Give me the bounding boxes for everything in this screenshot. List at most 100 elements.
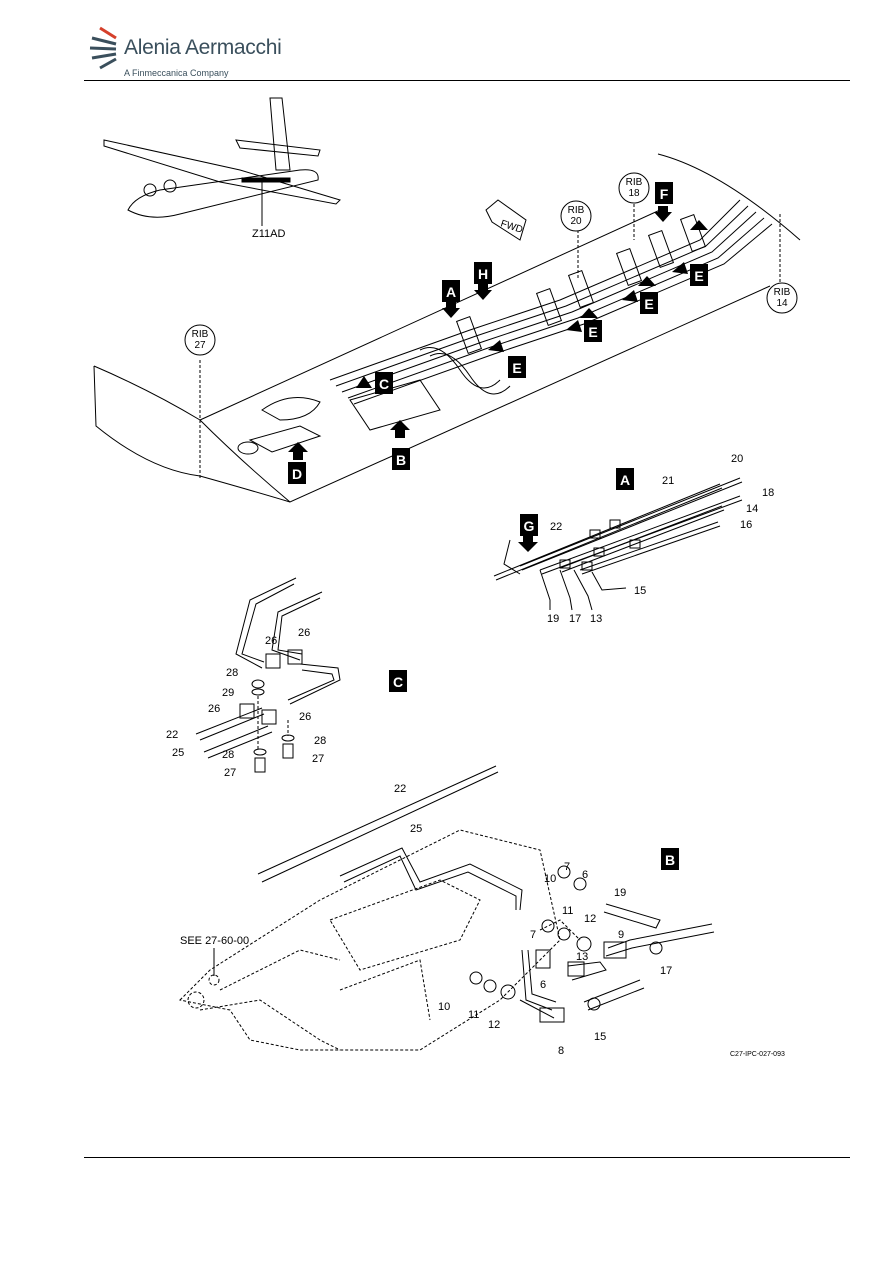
svg-text:B: B xyxy=(665,852,675,868)
svg-text:7: 7 xyxy=(530,929,536,941)
svg-text:16: 16 xyxy=(740,519,752,531)
svg-text:H: H xyxy=(478,266,488,282)
svg-text:17: 17 xyxy=(569,613,581,625)
view-marker-c-detail: C xyxy=(389,670,407,692)
view-marker-a-detail: A xyxy=(616,468,634,490)
svg-text:15: 15 xyxy=(594,1031,606,1043)
rib-14-label: RIB 14 xyxy=(766,282,798,314)
svg-text:10: 10 xyxy=(438,1001,450,1013)
svg-text:11: 11 xyxy=(562,905,573,917)
svg-text:26: 26 xyxy=(208,703,220,715)
svg-text:D: D xyxy=(292,466,302,482)
view-marker-c: C xyxy=(375,372,393,394)
svg-text:RIB: RIB xyxy=(192,329,209,340)
view-marker-d: D xyxy=(288,462,306,484)
view-marker-f: F xyxy=(655,182,673,204)
rib-20-label: RIB 20 xyxy=(560,200,592,232)
svg-text:A: A xyxy=(446,284,456,300)
svg-text:12: 12 xyxy=(488,1019,500,1031)
view-marker-g: G xyxy=(520,514,538,536)
header-rule xyxy=(84,80,850,81)
view-marker-e2: E xyxy=(584,320,602,342)
svg-text:21: 21 xyxy=(662,475,674,487)
svg-text:E: E xyxy=(694,268,703,284)
svg-text:26: 26 xyxy=(299,711,311,723)
svg-text:14: 14 xyxy=(776,298,788,309)
footer-rule xyxy=(84,1157,850,1158)
svg-text:22: 22 xyxy=(166,729,178,741)
detail-c-callouts: 26 26 28 29 26 26 22 25 28 28 27 27 xyxy=(166,627,326,779)
svg-text:27: 27 xyxy=(194,340,206,351)
view-marker-b-detail: B xyxy=(661,848,679,870)
svg-text:28: 28 xyxy=(226,667,238,679)
aircraft-locator xyxy=(103,97,341,226)
svg-text:C: C xyxy=(379,376,389,392)
svg-text:8: 8 xyxy=(558,1045,564,1057)
svg-text:18: 18 xyxy=(628,188,640,199)
svg-text:11: 11 xyxy=(468,1009,479,1021)
svg-text:27: 27 xyxy=(312,753,324,765)
view-marker-h: H xyxy=(474,262,492,284)
svg-text:RIB: RIB xyxy=(568,205,585,216)
svg-text:18: 18 xyxy=(762,487,774,499)
svg-text:22: 22 xyxy=(394,783,406,795)
locator-zone-label: Z11AD xyxy=(252,228,285,240)
svg-text:F: F xyxy=(660,186,669,202)
svg-text:E: E xyxy=(588,324,597,340)
svg-text:25: 25 xyxy=(410,823,422,835)
svg-text:13: 13 xyxy=(576,951,588,963)
view-marker-a: A xyxy=(442,280,460,302)
svg-text:28: 28 xyxy=(222,749,234,761)
svg-text:RIB: RIB xyxy=(774,287,791,298)
svg-text:27: 27 xyxy=(224,767,236,779)
detail-c-tubes xyxy=(195,577,341,773)
figure-id: C27-IPC-027-093 xyxy=(730,1051,785,1058)
svg-text:9: 9 xyxy=(618,929,624,941)
svg-text:G: G xyxy=(524,518,535,534)
company-subtitle: A Finmeccanica Company xyxy=(124,68,229,78)
wing-overview xyxy=(93,153,801,503)
svg-text:C: C xyxy=(393,674,403,690)
detail-b-callouts: 22 25 7 6 10 11 19 12 7 13 9 6 17 10 11 … xyxy=(394,783,672,1057)
svg-text:15: 15 xyxy=(634,585,646,597)
svg-text:19: 19 xyxy=(547,613,559,625)
svg-text:B: B xyxy=(396,452,406,468)
detail-a-callouts: 20 21 18 14 16 22 15 19 17 13 xyxy=(547,453,774,625)
company-name: Alenia Aermacchi xyxy=(124,36,282,59)
svg-text:20: 20 xyxy=(731,453,743,465)
svg-text:6: 6 xyxy=(582,869,588,881)
see-reference: SEE 27-60-00 xyxy=(180,935,249,947)
svg-text:22: 22 xyxy=(550,521,562,533)
rib-27-label: RIB 27 xyxy=(184,324,216,356)
view-marker-e3: E xyxy=(640,292,658,314)
svg-text:12: 12 xyxy=(584,913,596,925)
svg-text:E: E xyxy=(512,360,521,376)
svg-text:6: 6 xyxy=(540,979,546,991)
logo-mark-icon xyxy=(89,26,117,70)
detail-b-drawing xyxy=(178,765,715,1051)
svg-text:20: 20 xyxy=(570,216,582,227)
svg-text:E: E xyxy=(644,296,653,312)
detail-a-tubes xyxy=(493,477,743,611)
svg-text:14: 14 xyxy=(746,503,758,515)
view-marker-b: B xyxy=(392,448,410,470)
view-marker-e4: E xyxy=(690,264,708,286)
company-logo xyxy=(86,24,306,82)
svg-text:29: 29 xyxy=(222,687,234,699)
svg-text:28: 28 xyxy=(314,735,326,747)
svg-text:19: 19 xyxy=(614,887,626,899)
svg-text:26: 26 xyxy=(298,627,310,639)
svg-text:26: 26 xyxy=(265,635,277,647)
fwd-arrow-icon: FWD xyxy=(485,199,527,241)
svg-text:25: 25 xyxy=(172,747,184,759)
svg-text:7: 7 xyxy=(564,861,570,873)
view-marker-e1: E xyxy=(508,356,526,378)
svg-text:RIB: RIB xyxy=(626,177,643,188)
svg-text:13: 13 xyxy=(590,613,602,625)
rib-18-label: RIB 18 xyxy=(618,172,650,204)
svg-text:17: 17 xyxy=(660,965,672,977)
svg-text:10: 10 xyxy=(544,873,556,885)
svg-text:A: A xyxy=(620,472,630,488)
view-arrows xyxy=(288,206,708,460)
